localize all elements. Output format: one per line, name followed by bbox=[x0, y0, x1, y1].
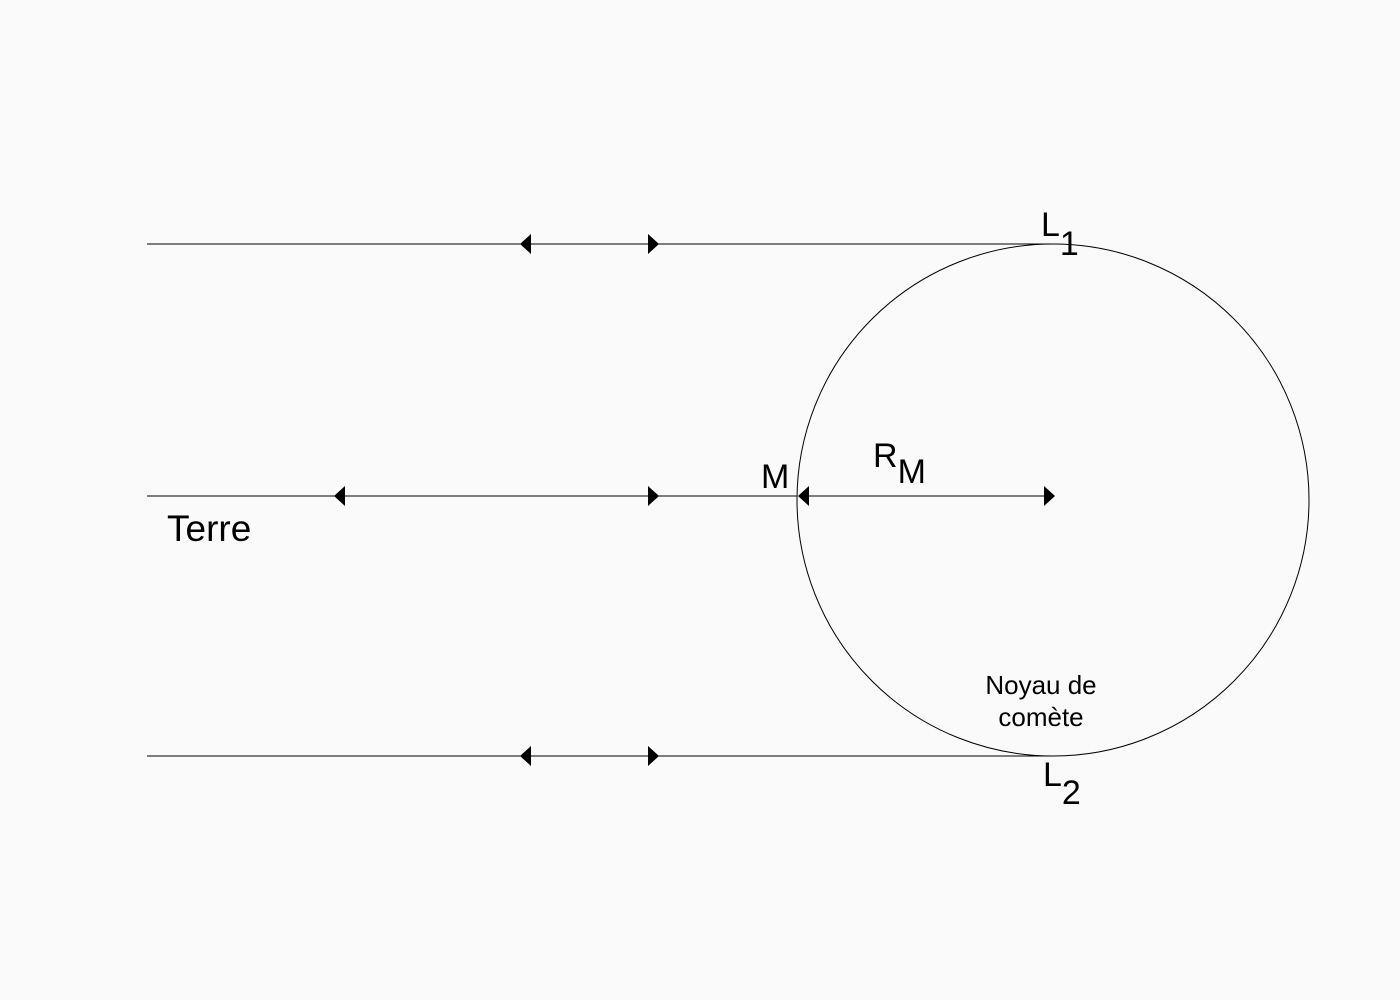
radius-label-sub: M bbox=[898, 453, 926, 491]
ray-bottom bbox=[147, 746, 1052, 766]
l2-label-sub: 2 bbox=[1062, 774, 1081, 812]
radius-arrow-head-right bbox=[1044, 486, 1055, 506]
ray-middle bbox=[147, 486, 797, 506]
l1-label: L1 bbox=[1041, 206, 1079, 263]
ray-middle-arrow-left bbox=[334, 486, 345, 506]
l2-label-main: L bbox=[1043, 756, 1062, 794]
radius-arrow bbox=[798, 486, 1055, 506]
nucleus-label-line2: comète bbox=[998, 702, 1083, 732]
ray-top-arrow-right bbox=[648, 234, 659, 254]
ray-top bbox=[147, 234, 1052, 254]
comet-nucleus-circle bbox=[796, 243, 1310, 757]
l1-label-sub: 1 bbox=[1060, 225, 1079, 263]
ray-bottom-arrow-right bbox=[648, 746, 659, 766]
earth-label: Terre bbox=[167, 508, 251, 549]
ray-bottom-arrow-left bbox=[520, 746, 531, 766]
radius-label-main: R bbox=[873, 437, 898, 475]
l2-label: L2 bbox=[1043, 756, 1081, 812]
radius-label: RM bbox=[873, 437, 926, 491]
ray-middle-arrow-right bbox=[648, 486, 659, 506]
l1-label-main: L bbox=[1041, 206, 1060, 244]
nucleus-label-line1: Noyau de bbox=[985, 670, 1096, 700]
ray-top-arrow-left bbox=[520, 234, 531, 254]
point-m-label: M bbox=[761, 458, 789, 496]
radius-arrow-head-left bbox=[798, 486, 809, 506]
